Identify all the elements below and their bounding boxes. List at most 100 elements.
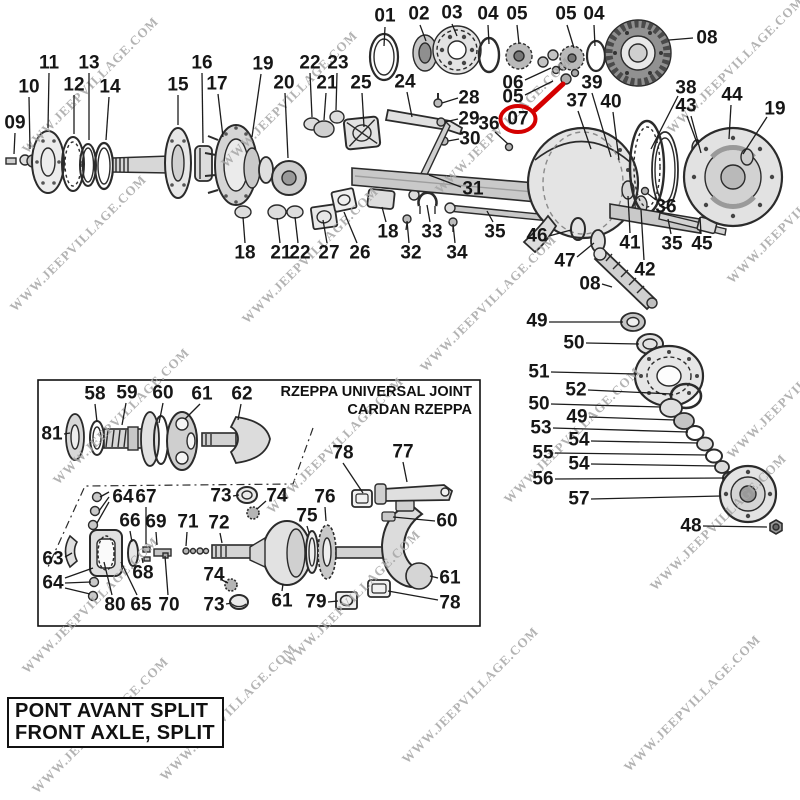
part-label: 01 [374, 6, 396, 27]
leader-line [381, 206, 387, 223]
part-label: 34 [446, 243, 468, 264]
part-label: 69 [145, 512, 166, 533]
leader-line [699, 216, 702, 235]
leader-line [323, 92, 327, 121]
artwork-left-axle [5, 124, 274, 206]
watermark-text: WWW.JEEPVILLAGE.COM [724, 319, 800, 462]
part-label: 64 [42, 573, 64, 594]
leader-line [428, 174, 462, 188]
leader-line [64, 567, 94, 579]
leader-line [406, 91, 413, 118]
part-label: 32 [400, 243, 421, 264]
leader-line [742, 116, 768, 155]
caption-line2: FRONT AXLE, SPLIT [15, 722, 215, 744]
part-label: 67 [135, 487, 156, 508]
leader-line [590, 495, 722, 500]
leader-line [28, 96, 31, 150]
leader-line [588, 416, 676, 421]
leader-line [640, 209, 645, 261]
leader-line [383, 26, 386, 47]
part-label: 63 [42, 549, 63, 570]
part-label: 46 [526, 226, 547, 247]
leader-line [550, 371, 638, 375]
leader-line [486, 210, 494, 223]
part-label: 08 [579, 274, 600, 295]
leader-line [593, 24, 596, 47]
leader-line [219, 532, 223, 544]
inset-border [37, 379, 481, 627]
part-label: 71 [177, 512, 199, 533]
leader-line [702, 525, 768, 528]
part-label: 06 [502, 73, 523, 94]
leader-line [451, 23, 458, 37]
leader-line [650, 95, 679, 150]
part-label: 41 [619, 233, 641, 254]
part-label: 04 [477, 4, 499, 25]
part-label: 26 [349, 243, 370, 264]
part-label: 24 [394, 72, 416, 93]
part-label: 77 [392, 442, 413, 463]
part-label: 44 [721, 85, 743, 106]
leader-line [63, 432, 71, 435]
part-label: 05 [506, 4, 528, 25]
part-label: 55 [532, 443, 554, 464]
part-label: 57 [568, 489, 589, 510]
part-label: 39 [581, 73, 602, 94]
highlight-oval [498, 104, 538, 134]
part-label: 73 [203, 595, 224, 616]
part-label: 75 [296, 506, 318, 527]
part-label: 51 [528, 362, 550, 383]
leader-line [585, 342, 640, 345]
leader-line [105, 96, 110, 141]
leader-line [232, 494, 240, 497]
leader-line [419, 24, 427, 42]
leader-line [554, 477, 725, 480]
part-label: 15 [167, 75, 189, 96]
part-label: 80 [104, 595, 125, 616]
artwork-pinion-chain [593, 247, 783, 535]
leader-line [524, 80, 554, 96]
part-label: 65 [130, 595, 152, 616]
part-label: 56 [532, 469, 553, 490]
leader-line [251, 73, 262, 138]
part-label: 38 [675, 78, 696, 99]
part-label: 36 [655, 197, 676, 218]
highlight-pointer [532, 81, 566, 113]
leader-line [141, 557, 144, 564]
leader-line [13, 132, 16, 155]
caption-box: PONT AVANT SPLIT FRONT AXLE, SPLIT [7, 697, 224, 748]
artwork-axle-housing [351, 119, 784, 254]
leader-line [668, 37, 694, 41]
leader-line [47, 72, 50, 129]
part-label: 29 [458, 109, 479, 130]
part-label: 17 [206, 74, 227, 95]
leader-line [184, 403, 201, 420]
part-label: 53 [530, 418, 551, 439]
leader-line [335, 72, 338, 111]
leader-line [327, 600, 339, 603]
part-label: 66 [119, 511, 140, 532]
part-label: 49 [566, 407, 587, 428]
leader-line [487, 24, 490, 45]
part-label: 72 [208, 513, 229, 534]
leader-line [237, 403, 242, 421]
part-label: 76 [314, 487, 335, 508]
part-label: 68 [132, 563, 153, 584]
part-label: 22 [289, 243, 310, 264]
leader-line [256, 500, 267, 510]
part-label: 30 [459, 129, 480, 150]
inset-title-line2: CARDAN RZEPPA [347, 402, 472, 418]
leader-line [590, 440, 699, 444]
leader-line [64, 552, 73, 558]
leader-line [601, 283, 613, 288]
leader-line [155, 531, 158, 546]
leader-line [576, 242, 595, 258]
leader-line [452, 223, 456, 244]
part-label: 19 [252, 54, 273, 75]
part-label: 79 [305, 592, 326, 613]
leader-line [387, 590, 439, 601]
leader-line [612, 111, 620, 161]
leader-line [64, 581, 92, 584]
